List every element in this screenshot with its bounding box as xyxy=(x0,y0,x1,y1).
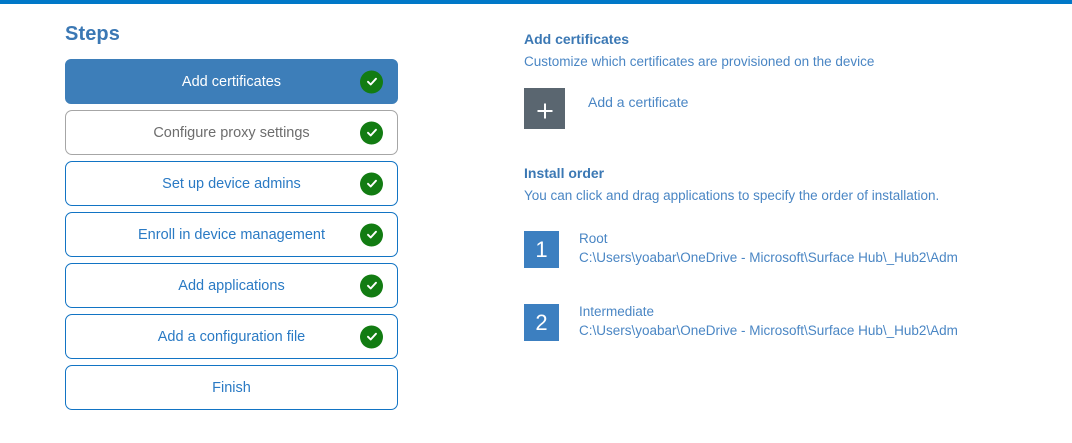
add-certificates-subtitle: Customize which certificates are provisi… xyxy=(524,54,875,69)
step-completed-check-icon xyxy=(360,121,383,144)
install-order-number: 1 xyxy=(524,231,559,268)
plus-icon[interactable] xyxy=(524,88,565,129)
step-item-set-up-device-admins[interactable]: Set up device admins xyxy=(65,161,398,206)
step-item-finish[interactable]: Finish xyxy=(65,365,398,410)
install-order-heading: Install order xyxy=(524,165,605,181)
step-label: Add a configuration file xyxy=(157,328,306,345)
step-label: Configure proxy settings xyxy=(153,124,310,141)
install-order-list: 1 Root C:\Users\yoabar\OneDrive - Micros… xyxy=(524,231,1024,341)
step-item-add-applications[interactable]: Add applications xyxy=(65,263,398,308)
steps-panel-title: Steps xyxy=(65,23,120,45)
step-label: Set up device admins xyxy=(162,175,301,192)
install-order-number: 2 xyxy=(524,304,559,341)
install-order-text: Root C:\Users\yoabar\OneDrive - Microsof… xyxy=(579,229,958,267)
install-order-section: Install order You can click and drag app… xyxy=(524,164,1024,341)
install-order-item-path: C:\Users\yoabar\OneDrive - Microsoft\Sur… xyxy=(579,250,958,265)
install-order-item-name: Intermediate xyxy=(579,304,655,319)
step-completed-check-icon xyxy=(360,70,383,93)
add-a-certificate-label: Add a certificate xyxy=(588,94,689,110)
install-order-item-name: Root xyxy=(579,231,608,246)
step-label: Add certificates xyxy=(181,73,282,90)
step-item-add-certificates[interactable]: Add certificates xyxy=(65,59,398,104)
step-item-configure-proxy-settings[interactable]: Configure proxy settings xyxy=(65,110,398,155)
install-order-item[interactable]: 2 Intermediate C:\Users\yoabar\OneDrive … xyxy=(524,304,1024,341)
add-certificates-heading: Add certificates xyxy=(524,31,630,47)
step-completed-check-icon xyxy=(360,274,383,297)
add-certificates-section: Add certificates Customize which certifi… xyxy=(524,30,1024,129)
top-accent-bar xyxy=(0,0,1072,4)
install-order-item[interactable]: 1 Root C:\Users\yoabar\OneDrive - Micros… xyxy=(524,231,1024,268)
content-panel: Add certificates Customize which certifi… xyxy=(524,30,1024,377)
install-order-item-path: C:\Users\yoabar\OneDrive - Microsoft\Sur… xyxy=(579,323,958,338)
add-a-certificate-row[interactable]: Add a certificate xyxy=(524,88,1024,129)
step-list: Add certificates Configure proxy setting… xyxy=(65,59,398,410)
install-order-subtitle: You can click and drag applications to s… xyxy=(524,188,940,203)
step-completed-check-icon xyxy=(360,223,383,246)
step-completed-check-icon xyxy=(360,172,383,195)
step-completed-check-icon xyxy=(360,325,383,348)
install-order-text: Intermediate C:\Users\yoabar\OneDrive - … xyxy=(579,302,958,340)
step-label: Finish xyxy=(212,379,251,396)
steps-panel: Steps Add certificates Configure proxy s… xyxy=(65,22,398,410)
step-label: Add applications xyxy=(178,277,285,294)
step-item-enroll-in-device-management[interactable]: Enroll in device management xyxy=(65,212,398,257)
step-item-add-a-configuration-file[interactable]: Add a configuration file xyxy=(65,314,398,359)
step-label: Enroll in device management xyxy=(138,226,325,243)
